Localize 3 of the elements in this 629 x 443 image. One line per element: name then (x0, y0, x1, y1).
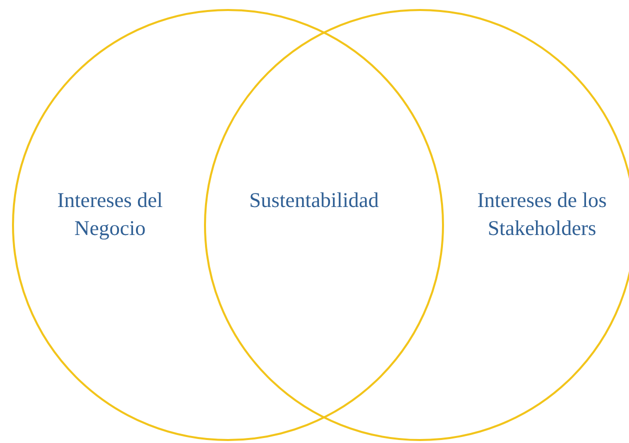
venn-label: Intereses del Negocio (56, 187, 164, 242)
venn-label: Sustentabilidad (248, 187, 380, 214)
venn-label: Intereses de los Stakeholders (476, 187, 608, 242)
